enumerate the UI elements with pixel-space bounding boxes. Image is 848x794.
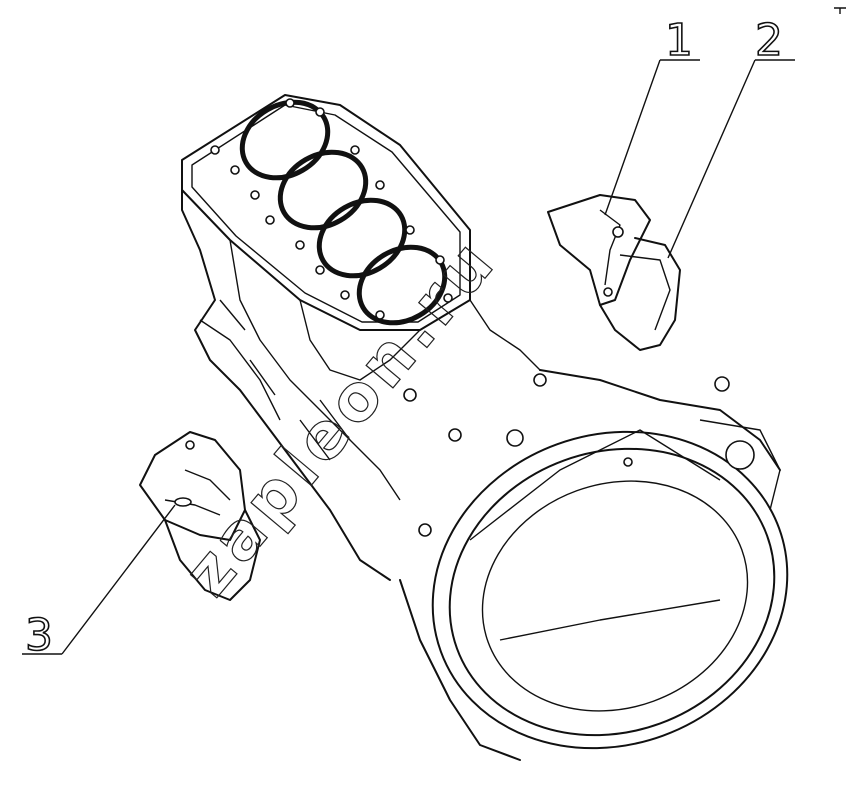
leader-1 xyxy=(604,59,700,216)
corner-mark xyxy=(834,7,846,14)
engine-mount-bracket-left xyxy=(139,431,261,601)
cylinder-bore-2 xyxy=(277,149,369,231)
callout-3: 3 xyxy=(25,610,53,661)
callout-1: 1 xyxy=(665,15,693,66)
engine-mount-bracket-right xyxy=(547,194,681,351)
cylinder-bore-3 xyxy=(316,197,408,279)
flywheel-housing xyxy=(399,369,789,761)
leader-2 xyxy=(667,59,795,259)
callout-2: 2 xyxy=(755,15,783,66)
leader-3 xyxy=(22,504,176,655)
cylinder-block xyxy=(181,94,541,581)
cylinder-bore-1 xyxy=(239,99,331,181)
watermark-text: zapleon.ru xyxy=(171,224,512,611)
leader-lines xyxy=(22,59,795,655)
gasket-bolt-holes xyxy=(210,98,453,320)
callout-labels: 1 2 3 xyxy=(24,14,784,662)
